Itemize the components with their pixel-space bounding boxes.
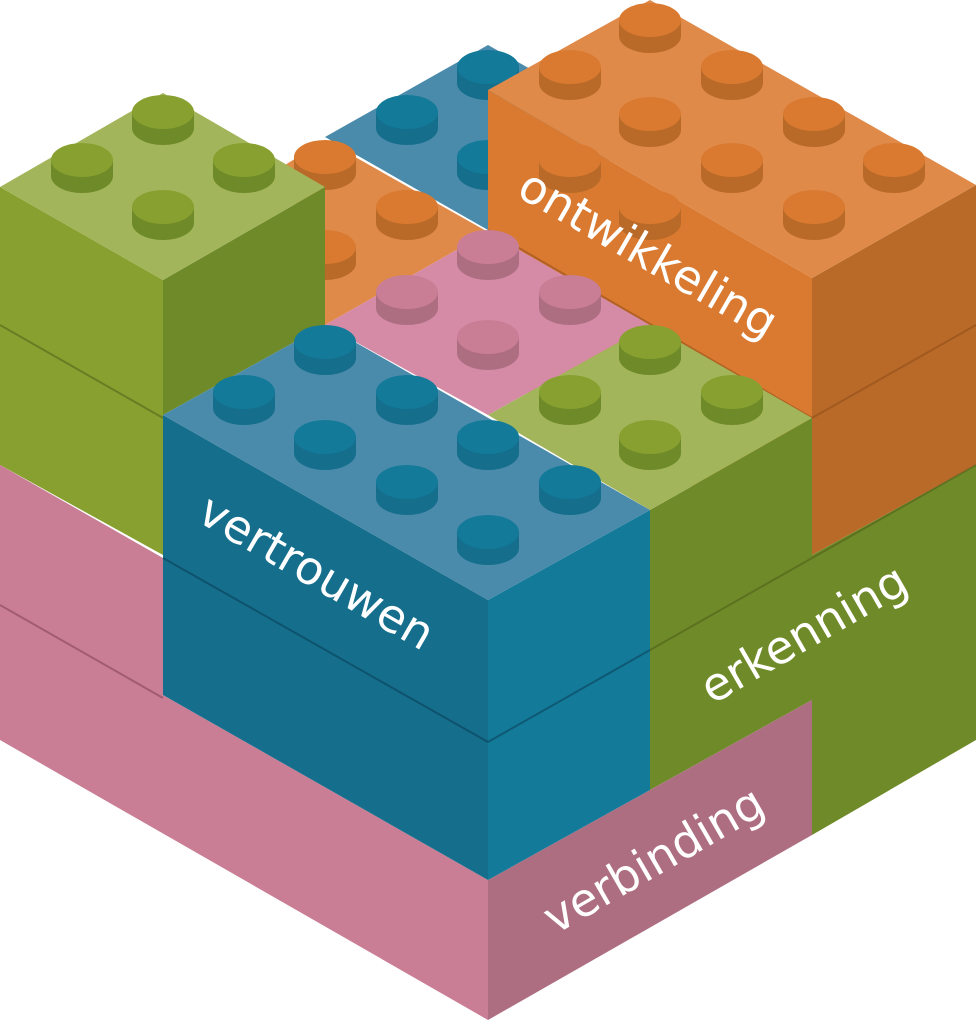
orange-right-face — [812, 185, 976, 555]
stud — [783, 97, 845, 147]
stud — [863, 143, 925, 193]
stud — [539, 50, 601, 100]
stud — [701, 50, 763, 100]
stud — [376, 190, 438, 240]
stud — [213, 375, 275, 425]
stud — [132, 95, 194, 145]
stud — [51, 143, 113, 193]
stud — [539, 375, 601, 425]
orange-top — [488, 0, 976, 278]
stud — [619, 3, 681, 53]
stud — [457, 230, 519, 280]
stud — [294, 420, 356, 470]
stud — [539, 143, 601, 193]
pink-right-face — [488, 700, 812, 1020]
stud — [213, 143, 275, 193]
stud — [619, 420, 681, 470]
orange-seam-r — [811, 324, 976, 419]
green-top — [0, 93, 325, 280]
stud — [539, 465, 601, 515]
stud — [132, 190, 194, 240]
stud — [539, 275, 601, 325]
green-seam — [0, 324, 164, 419]
stud — [457, 515, 519, 565]
stud — [294, 325, 356, 375]
stud — [457, 320, 519, 370]
stud — [376, 465, 438, 515]
stud — [783, 190, 845, 240]
green-right-face — [163, 187, 325, 415]
stud — [701, 375, 763, 425]
green-seam-r — [649, 464, 976, 651]
blue-seam — [162, 557, 489, 743]
pink-seam — [0, 604, 164, 699]
stud — [457, 420, 519, 470]
stud — [376, 275, 438, 325]
stud — [701, 143, 763, 193]
green-right-top — [488, 325, 812, 510]
blue-seam-r — [487, 649, 651, 743]
stud — [376, 375, 438, 425]
blue-top — [163, 325, 650, 600]
green-erkenning-face — [650, 418, 976, 835]
stud — [619, 97, 681, 147]
pink-left-face — [0, 465, 488, 1020]
stud — [619, 325, 681, 375]
blue-left-face — [163, 415, 488, 880]
stud — [619, 190, 681, 240]
stud — [376, 95, 438, 145]
